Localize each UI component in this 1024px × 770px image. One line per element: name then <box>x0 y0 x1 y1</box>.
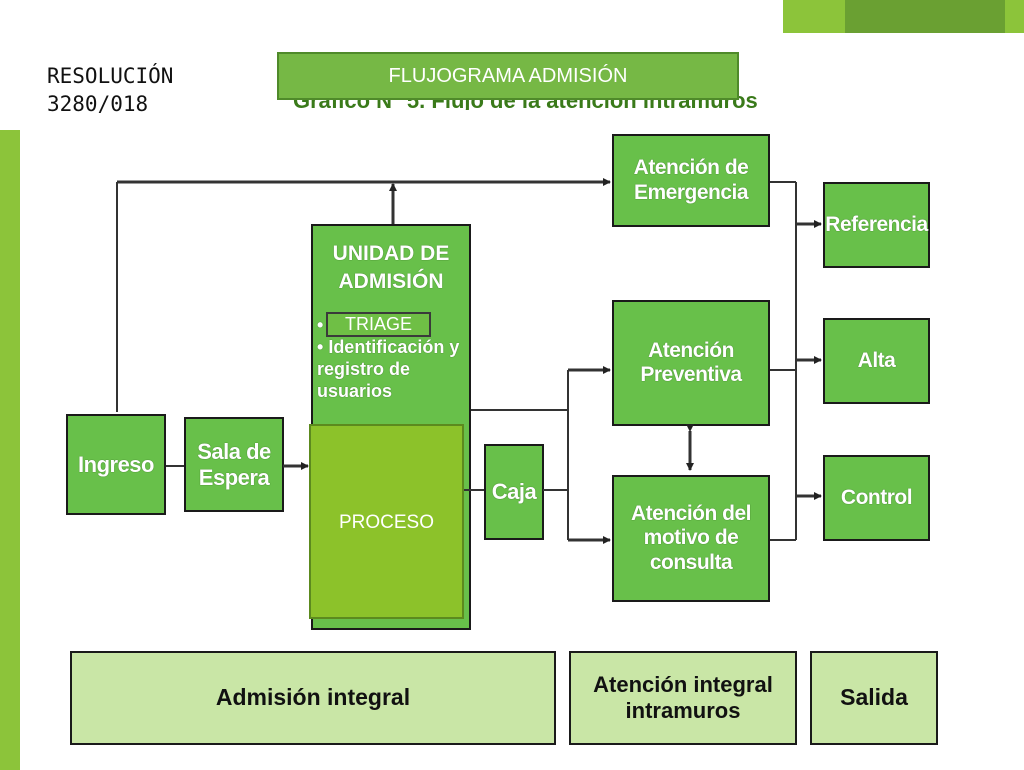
node-ingreso: Ingreso <box>66 414 166 515</box>
node-motivo-line-3: consulta <box>649 550 733 574</box>
node-atencion-motivo: Atención del motivo de consulta <box>612 475 770 602</box>
node-referencia: Referencia <box>823 182 930 268</box>
resolution-label: RESOLUCIÓN 3280/018 <box>47 62 173 118</box>
phase-atencion-line-1: Atención integral <box>593 671 773 697</box>
phase-admision-label: Admisión integral <box>215 684 411 711</box>
node-alta-label: Alta <box>857 348 896 372</box>
node-sala-line-1: Sala de <box>197 439 271 465</box>
phase-admision-integral: Admisión integral <box>70 651 556 745</box>
node-alta: Alta <box>823 318 930 404</box>
node-control: Control <box>823 455 930 541</box>
phase-atencion-line-2: intramuros <box>625 698 741 723</box>
node-referencia-label: Referencia <box>825 212 928 236</box>
unidad-bullet-item: • Identificación y registro de usuarios <box>317 337 460 401</box>
node-emergencia-line-2: Emergencia <box>633 180 749 204</box>
proceso-box: PROCESO <box>309 424 464 619</box>
triage-tag: TRIAGE <box>326 312 431 337</box>
node-preventiva-line-1: Atención <box>648 338 734 362</box>
node-sala-espera: Sala de Espera <box>184 417 284 512</box>
phase-salida-label: Salida <box>840 684 908 711</box>
node-caja: Caja <box>484 444 544 540</box>
decorative-left-band <box>0 130 20 770</box>
node-ingreso-label: Ingreso <box>78 451 154 477</box>
node-caja-label: Caja <box>491 479 537 505</box>
resolution-line-1: RESOLUCIÓN <box>47 64 174 88</box>
node-motivo-line-2: motivo de <box>643 526 739 550</box>
unidad-bullet-text: Identificación y registro de usuarios <box>317 337 460 401</box>
decorative-top-band-dark <box>845 0 1005 33</box>
unidad-bullet-spacer: • <box>317 315 324 335</box>
node-emergencia-line-1: Atención de <box>633 156 749 180</box>
node-sala-line-2: Espera <box>198 464 270 490</box>
resolution-line-2: 3280/018 <box>47 92 149 116</box>
phase-atencion-integral: Atención integral intramuros <box>569 651 797 745</box>
unidad-bullet-list: • • Identificación y registro de usuario… <box>317 314 467 402</box>
node-motivo-line-1: Atención del <box>630 502 752 526</box>
title-banner: FLUJOGRAMA ADMISIÓN <box>277 52 739 100</box>
unidad-title-line-2: ADMISIÓN <box>338 270 444 293</box>
phase-salida: Salida <box>810 651 938 745</box>
unidad-title: UNIDAD DE ADMISIÓN <box>313 240 469 296</box>
node-preventiva-line-2: Preventiva <box>640 363 742 386</box>
unidad-title-line-1: UNIDAD DE <box>332 242 450 265</box>
node-control-label: Control <box>840 485 913 509</box>
node-atencion-emergencia: Atención de Emergencia <box>612 134 770 227</box>
